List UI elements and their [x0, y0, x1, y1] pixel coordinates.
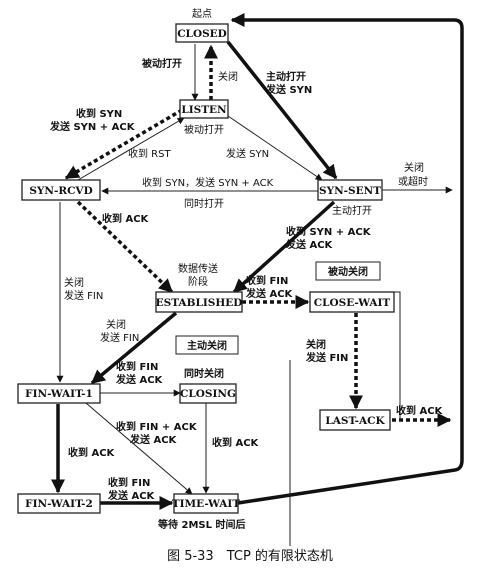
label-simultaneous-close: 同时关闭: [184, 367, 224, 380]
label-send-fin-2: 发送 FIN: [64, 289, 103, 302]
state-closing-label: CLOSING: [180, 388, 236, 400]
state-fin-wait-2: FIN-WAIT-2: [17, 493, 101, 514]
passive-close-note: 被动关闭: [315, 261, 381, 281]
state-time-wait-label: TIME-WAIT: [172, 498, 241, 510]
label-recv-fin: 收到 FIN: [246, 274, 288, 287]
state-last-ack: LAST-ACK: [319, 409, 391, 431]
label-active-open: 主动打开: [266, 70, 306, 83]
label-recv-ack-2: 收到 ACK: [396, 404, 444, 417]
state-fin-wait-1-label: FIN-WAIT-1: [25, 388, 93, 400]
label-recv-ack-4: 收到 ACK: [68, 446, 116, 459]
state-last-ack-label: LAST-ACK: [325, 415, 385, 427]
arrow-closed-to-synsent: [226, 40, 338, 180]
state-close-wait: CLOSE-WAIT: [309, 291, 395, 313]
label-close-1: 关闭: [218, 70, 238, 83]
arrow-finwait1-to-timewait: [85, 402, 193, 495]
passive-close-note-label: 被动关闭: [328, 265, 368, 278]
state-established: ESTABLISHED: [155, 291, 243, 313]
label-send-syn-ack: 发送 SYN + ACK: [49, 120, 136, 133]
arrow-synrcvd-to-established: [76, 200, 174, 294]
label-passive-open: 被动打开: [142, 57, 182, 70]
label-recv-syn-send-synack: 收到 SYN，发送 SYN + ACK: [142, 176, 274, 189]
state-fin-wait-2-label: FIN-WAIT-2: [25, 498, 93, 510]
arrow-established-to-finwait1: [90, 311, 178, 385]
label-data-transfer-2: 阶段: [188, 275, 208, 288]
label-simultaneous-open: 同时打开: [184, 197, 224, 210]
label-send-syn: 发送 SYN: [265, 83, 312, 96]
label-close-or-timeout-2: 或超时: [398, 175, 428, 188]
label-send-ack: 发送 ACK: [245, 287, 294, 300]
label-send-syn-2: 发送 SYN: [226, 147, 269, 160]
state-syn-sent-label: SYN-SENT: [319, 185, 381, 197]
arrow-timewait-to-closed: [230, 12, 464, 505]
state-syn-rcvd-label: SYN-RCVD: [29, 185, 92, 197]
label-close-or-timeout-1: 关闭: [404, 161, 424, 174]
arrow-listen-to-synsent: [227, 115, 323, 181]
label-recv-fin-2: 收到 FIN: [116, 360, 158, 373]
arrow-synrcvd-to-listen: [77, 117, 185, 181]
state-closed-label: CLOSED: [177, 28, 227, 40]
state-established-label: ESTABLISHED: [156, 297, 243, 309]
arrow-synsent-to-established: [232, 200, 336, 294]
state-syn-rcvd: SYN-RCVD: [21, 179, 101, 201]
label-passive-open-2: 被动打开: [184, 123, 224, 136]
label-close-4: 关闭: [106, 318, 126, 331]
state-close-wait-label: CLOSE-WAIT: [314, 297, 391, 309]
label-recv-fin-ack-2: 发送 ACK: [129, 433, 178, 446]
figure-caption: 图 5-33 TCP 的有限状态机: [167, 548, 333, 564]
state-closing: CLOSING: [179, 383, 237, 404]
label-recv-synack-2: 发送 ACK: [285, 238, 334, 251]
state-listen: LISTEN: [179, 99, 229, 119]
label-recv-fin-3: 收到 FIN: [108, 476, 150, 489]
state-listen-label: LISTEN: [181, 104, 227, 116]
label-send-fin-3: 发送 FIN: [100, 331, 139, 344]
label-recv-rst: 收到 RST: [128, 147, 171, 160]
label-recv-fin-ack-1: 收到 FIN + ACK: [116, 420, 198, 433]
active-close-note: 主动关闭: [175, 335, 239, 355]
state-time-wait: TIME-WAIT: [172, 493, 241, 514]
label-active-open-2: 主动打开: [332, 204, 372, 217]
label-recv-ack-3: 收到 ACK: [212, 436, 260, 449]
label-send-ack-2: 发送 ACK: [115, 373, 164, 386]
label-send-ack-3: 发送 ACK: [107, 489, 156, 502]
label-wait-2msl: 等待 2MSL 时间后: [158, 518, 245, 531]
arrow-listen-to-synrcvd: [64, 108, 183, 180]
label-recv-synack-1: 收到 SYN + ACK: [286, 225, 372, 238]
state-syn-sent: SYN-SENT: [317, 179, 383, 201]
label-start: 起点: [192, 8, 212, 20]
label-close-3: 关闭: [64, 276, 84, 289]
label-recv-ack: 收到 ACK: [102, 212, 150, 225]
label-send-fin: 发送 FIN: [305, 351, 348, 364]
label-close-2: 关闭: [306, 338, 326, 351]
state-closed: CLOSED: [175, 23, 229, 43]
label-data-transfer-1: 数据传送: [178, 262, 218, 275]
active-close-note-label: 主动关闭: [187, 339, 227, 352]
state-fin-wait-1: FIN-WAIT-1: [17, 383, 101, 404]
label-recv-syn: 收到 SYN: [76, 107, 122, 120]
